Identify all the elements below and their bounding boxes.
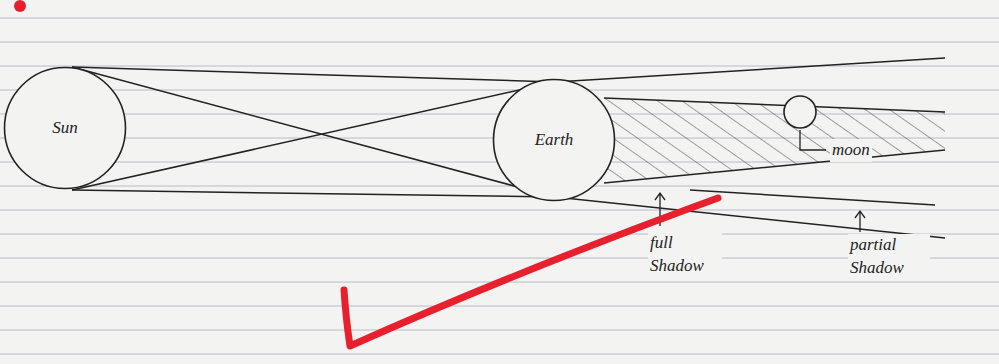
red-dot: [14, 0, 26, 12]
body-name: Earth: [535, 129, 574, 150]
body-circle: Earth: [492, 78, 616, 202]
light-rays: [72, 58, 945, 238]
annotation-label: full Shadow: [648, 232, 722, 278]
annotation-label: moon: [830, 139, 872, 162]
body-circle: Sun: [3, 66, 127, 190]
umbra-hatching: [604, 98, 945, 183]
body-name: Sun: [52, 117, 78, 138]
moon-circle: [784, 96, 816, 128]
paper-rules: [0, 18, 999, 354]
annotation-label: partial Shadow: [848, 234, 930, 280]
circle-shape: [5, 68, 126, 189]
circle-shape: [494, 80, 615, 201]
